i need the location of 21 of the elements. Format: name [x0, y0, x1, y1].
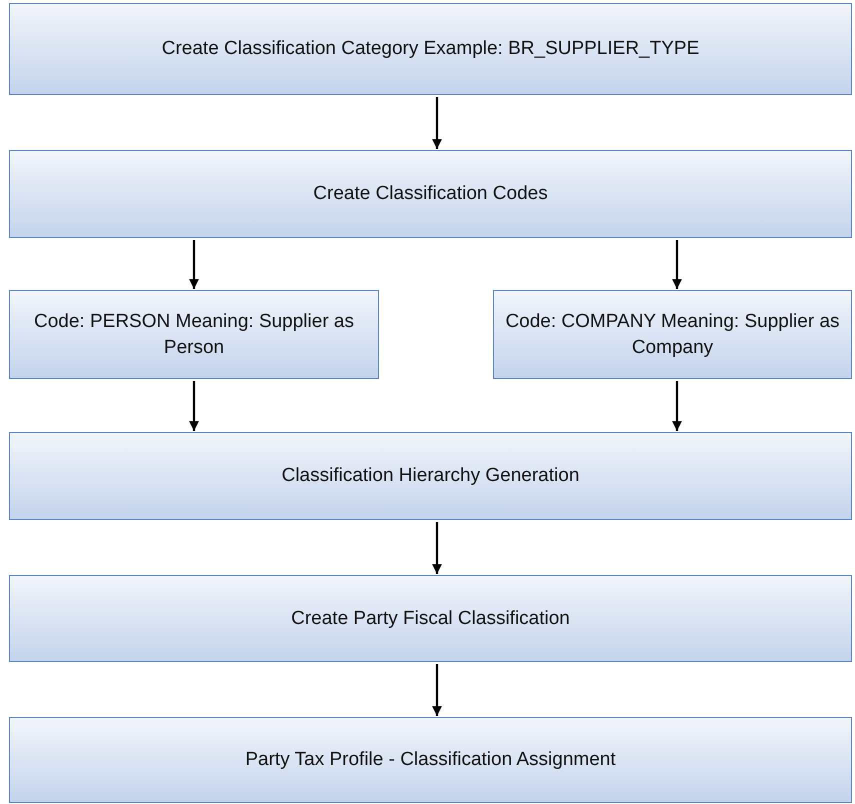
arrow — [672, 381, 682, 431]
box-label: Create Classification Category Example: BR_SUPPLIER_TYPE — [160, 37, 700, 62]
arrow — [672, 240, 682, 289]
process-box — [493, 290, 852, 379]
box-label: Create Party Fiscal Classification — [290, 606, 571, 631]
process-box — [9, 150, 852, 238]
box-label: Create Classification Codes — [312, 182, 549, 206]
process-box — [9, 575, 852, 662]
arrow — [189, 381, 199, 431]
box-label: Party Tax Profile - Classification Assignment — [244, 748, 617, 772]
box-label: Classification Hierarchy Generation — [280, 464, 580, 488]
process-box — [9, 432, 852, 520]
arrow — [432, 664, 442, 716]
arrow — [432, 97, 442, 149]
arrow — [432, 522, 442, 574]
process-box — [9, 290, 379, 379]
box-label: Code: COMPANY Meaning: Supplier as Company — [504, 310, 841, 360]
process-box — [9, 3, 852, 95]
box-label: Code: PERSON Meaning: Supplier as Person — [33, 310, 355, 360]
arrow — [189, 240, 199, 289]
process-box — [9, 717, 852, 803]
